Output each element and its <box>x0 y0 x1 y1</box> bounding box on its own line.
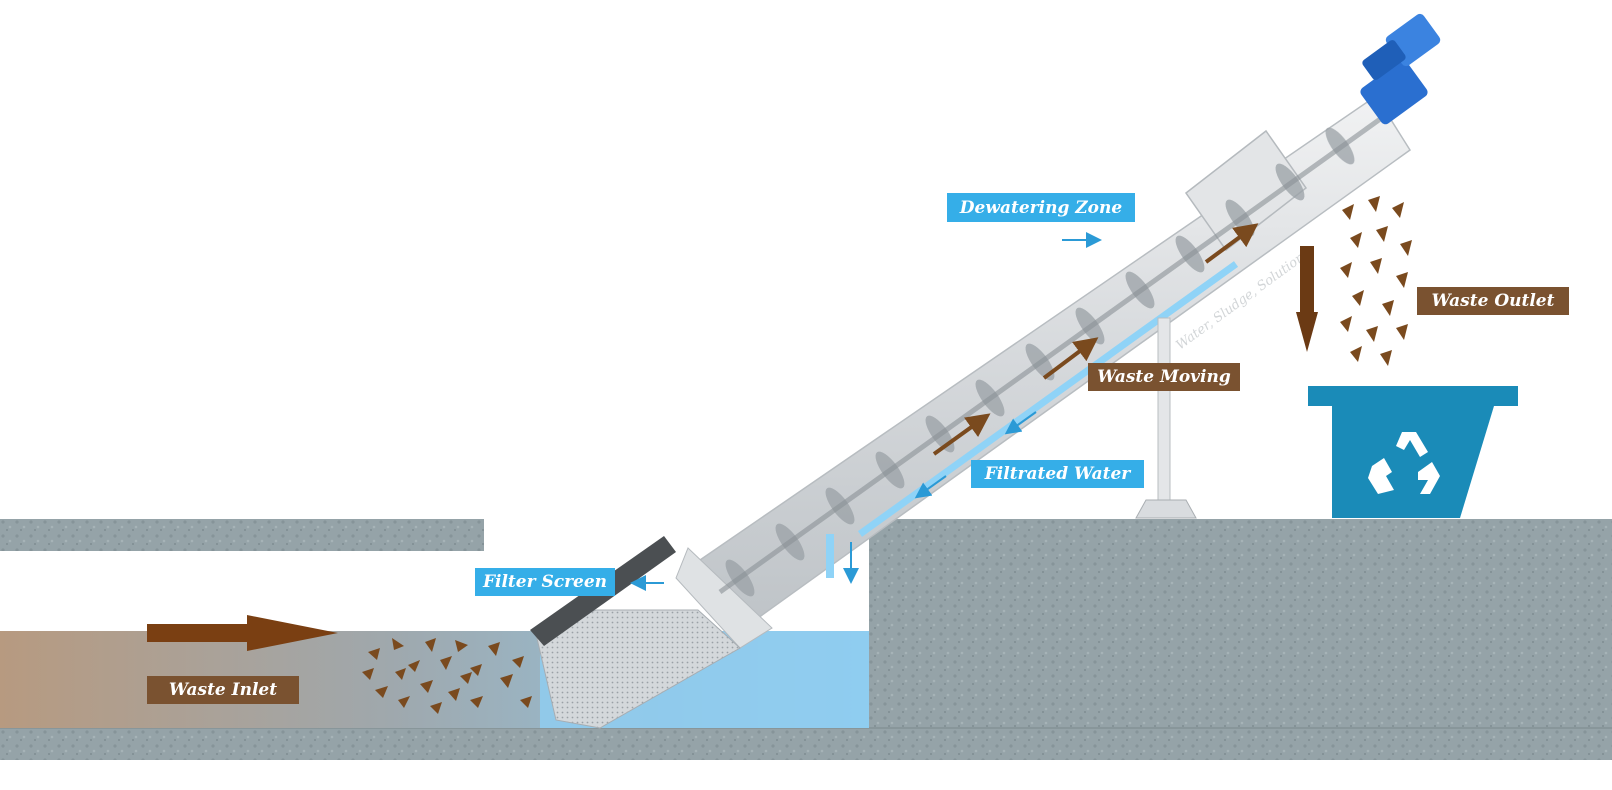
waste-moving-label: Waste Moving <box>1088 363 1240 391</box>
channel-floor <box>0 728 1612 760</box>
filtrate-trough <box>857 261 1239 537</box>
inlet-arrow <box>147 615 338 651</box>
waste-outlet-label: Waste Outlet <box>1417 287 1569 315</box>
waste-moving-arrows <box>932 223 1259 456</box>
upper-channel-wall <box>0 519 484 551</box>
outlet-arrow <box>1296 246 1318 352</box>
dewatering-zone-label: Dewatering Zone <box>947 193 1135 222</box>
recycle-bin <box>1308 386 1518 518</box>
ground-block <box>869 519 1612 729</box>
flow-arrows <box>630 232 1102 591</box>
waste-inlet-label: Waste Inlet <box>147 676 299 704</box>
recycle-icon <box>1368 432 1440 494</box>
filter-screen-label: Filter Screen <box>475 568 615 596</box>
drain-pipe <box>826 534 834 578</box>
outlet-debris <box>1340 196 1412 366</box>
filtrated-water-label: Filtrated Water <box>971 460 1144 488</box>
filter-screen <box>535 609 741 729</box>
inlet-debris <box>362 638 532 714</box>
motor-icon <box>1360 13 1441 125</box>
dewatering-housing <box>1184 129 1308 252</box>
